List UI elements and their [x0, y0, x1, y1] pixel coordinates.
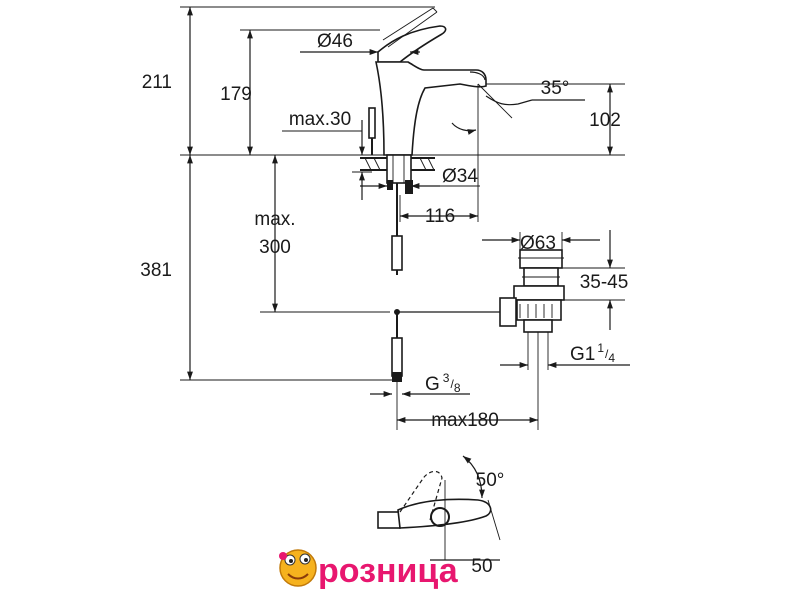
- dimension-labels: 211 179 Ø46 35° 102 max.30 Ø34 116 381 m…: [140, 31, 628, 577]
- faucet-body: [360, 7, 487, 382]
- dim-outlet-height: 102: [589, 110, 621, 131]
- brand-logo: розница: [279, 549, 459, 591]
- dim-rod-length-line2: 300: [259, 237, 291, 258]
- dim-spout-reach: 116: [425, 206, 455, 227]
- dim-deck-thickness: max.30: [289, 109, 351, 130]
- dim-lever-offset: 50: [471, 556, 492, 577]
- dim-spout-height: 179: [220, 84, 252, 105]
- dim-max-projection: max180: [431, 410, 499, 431]
- spout-angle-indicator: [451, 83, 585, 135]
- dim-overall-height: 211: [142, 72, 172, 93]
- dim-below-deck-height: 381: [140, 260, 172, 281]
- waste-assembly: [398, 249, 565, 333]
- extension-lines: [180, 6, 625, 381]
- dim-base-diameter: Ø34: [442, 166, 478, 187]
- mascot-icon: [279, 549, 317, 587]
- dim-waste-range: 35-45: [580, 272, 629, 293]
- horizontal-dimension-lines: [282, 49, 630, 430]
- left-dimension-lines: [187, 7, 613, 380]
- dim-lever-angle: 50°: [476, 470, 505, 491]
- logo-text: розница: [318, 552, 459, 590]
- dim-rod-length-line1: max.: [254, 209, 295, 230]
- dim-spout-angle: 35°: [541, 78, 570, 99]
- lever-detail: [377, 455, 501, 561]
- dim-waste-diameter: Ø63: [520, 233, 556, 254]
- dim-handle-diameter: Ø46: [317, 31, 353, 52]
